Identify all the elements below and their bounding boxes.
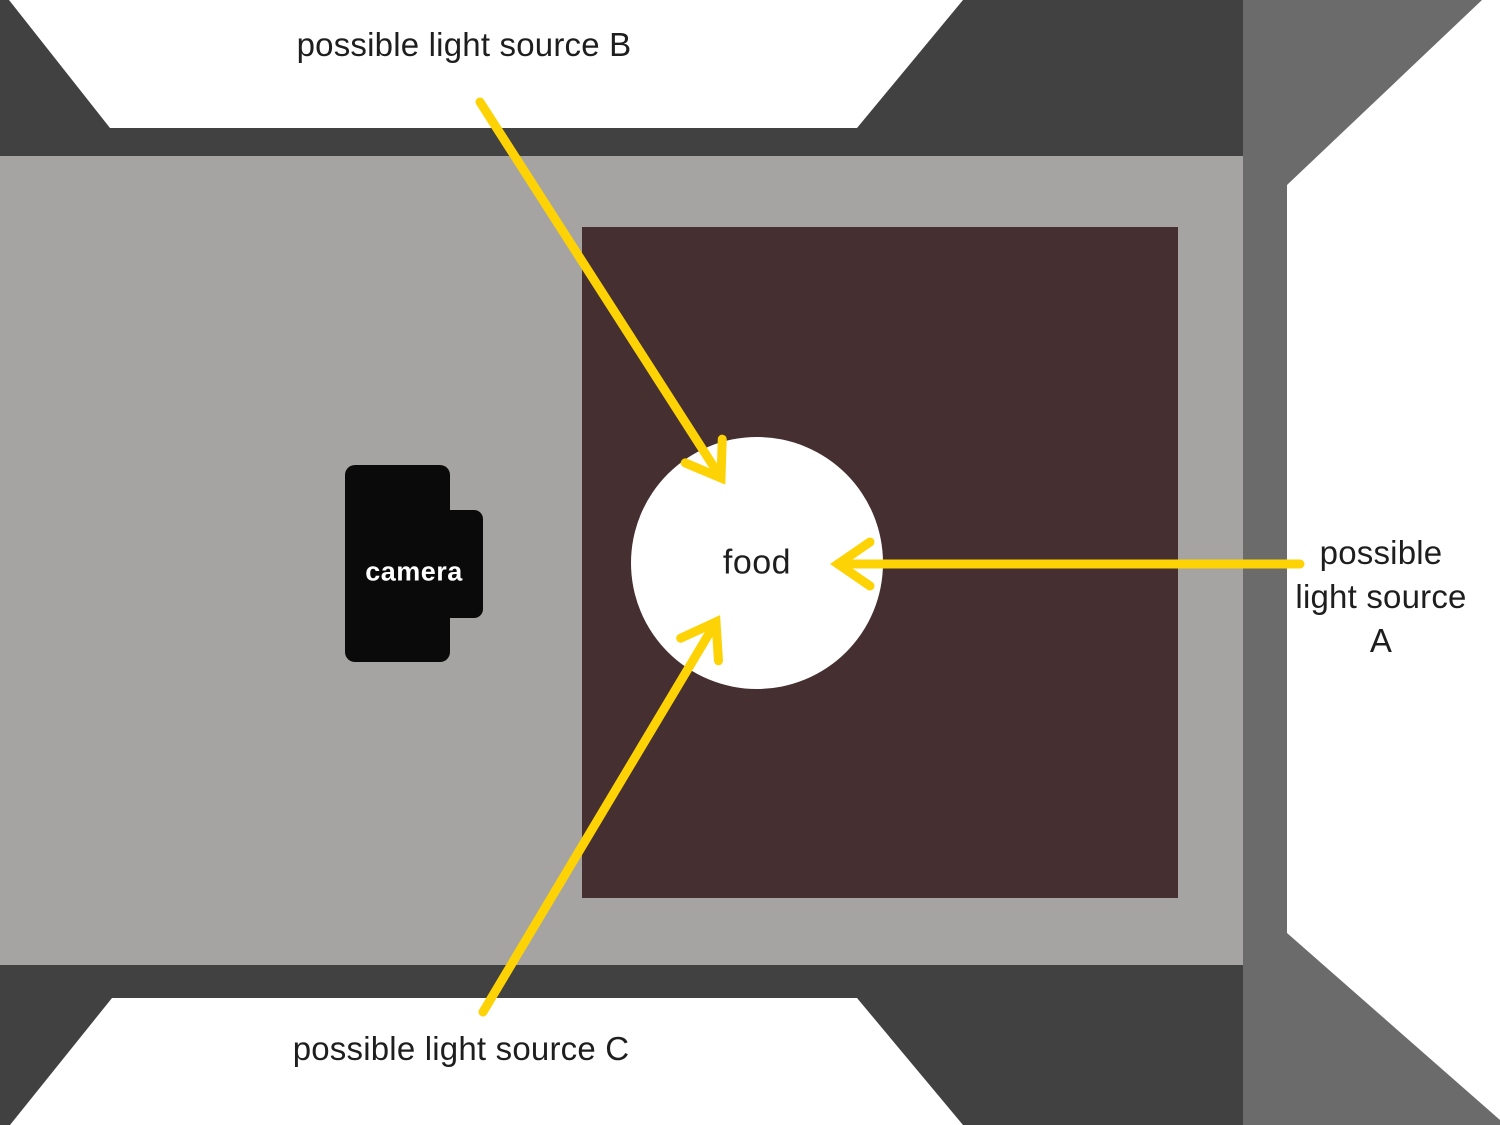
window-b bbox=[9, 0, 963, 128]
label-light-source-b: possible light source B bbox=[296, 26, 632, 63]
arrow-light-c bbox=[478, 615, 723, 1017]
camera-lens bbox=[440, 510, 483, 618]
right-wall-bottom-wedge bbox=[1287, 933, 1500, 1125]
label-light-source-a-line3: A bbox=[1369, 622, 1393, 659]
right-wall-top-wedge bbox=[1287, 0, 1482, 185]
label-light-source-a: possible light source A bbox=[1261, 531, 1500, 663]
camera-body bbox=[345, 465, 450, 662]
arrow-light-b bbox=[475, 97, 727, 485]
label-light-source-a-line1: possible bbox=[1319, 534, 1443, 571]
label-light-source-a-line2: light source bbox=[1295, 578, 1467, 615]
label-light-source-c: possible light source C bbox=[292, 1030, 630, 1067]
window-c bbox=[10, 998, 963, 1125]
label-camera: camera bbox=[365, 556, 463, 587]
label-food: food bbox=[722, 543, 792, 582]
